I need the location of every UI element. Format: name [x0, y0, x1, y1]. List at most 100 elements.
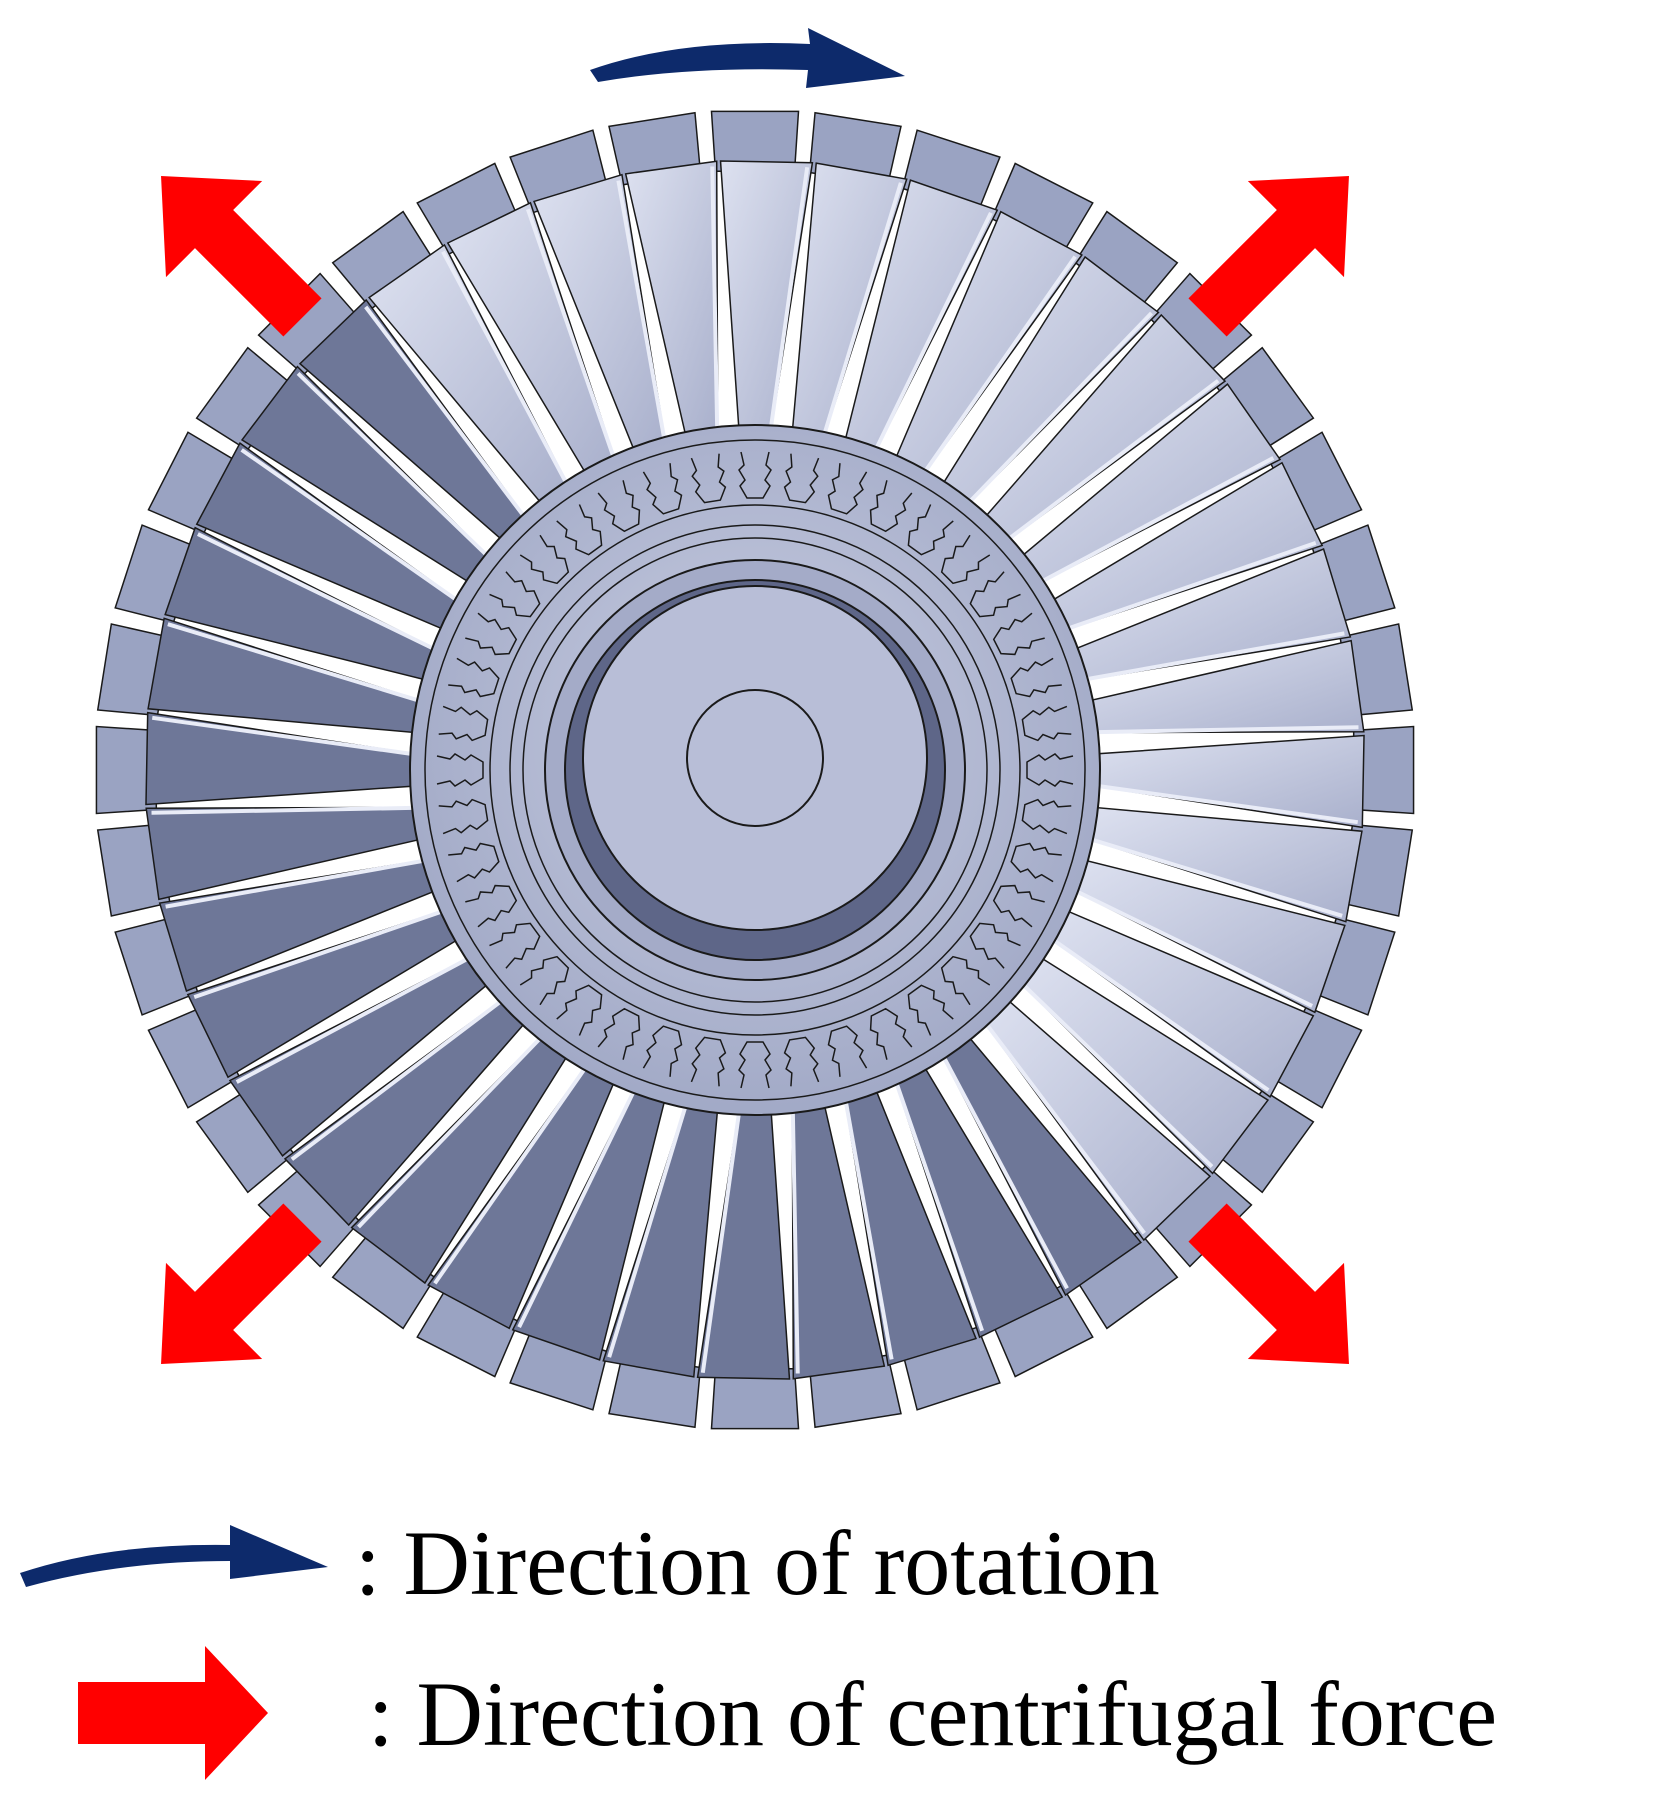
fir-tree-slot: [519, 955, 570, 1006]
fir-tree-slot-outline: [969, 922, 1021, 969]
fir-tree-slot-outline: [738, 1041, 772, 1089]
centrifugal-arrow-shape: [1188, 176, 1349, 337]
fir-tree-slot: [642, 1025, 683, 1077]
centrifugal-arrow-shape: [1188, 1203, 1349, 1364]
blade-edge-highlight: [700, 1114, 741, 1374]
fir-tree-slot: [690, 453, 727, 504]
blade-edge-highlight: [1068, 540, 1317, 630]
fir-tree-slot-outline: [1010, 842, 1062, 883]
fir-tree-slot: [597, 1007, 641, 1060]
fir-tree-slot-outline: [1021, 798, 1072, 835]
fir-tree-slot-outline: [597, 1007, 641, 1060]
centrifugal-arrow-up-left: [161, 176, 322, 337]
fir-tree-slot-outline: [940, 534, 991, 585]
fir-tree-slot: [1026, 753, 1074, 787]
fir-tree-slot: [489, 571, 541, 618]
fir-tree-slot: [907, 504, 954, 556]
legend-centrifugal-row: : Direction of centrifugal force: [0, 1640, 1659, 1780]
disk-groove-ring: [509, 524, 1001, 1016]
fir-tree-slot-outline: [738, 451, 772, 499]
fir-tree-slot: [489, 922, 541, 969]
fir-tree-slot-outline: [448, 842, 500, 883]
rotation-arrow-shape: [590, 28, 905, 88]
fir-tree-slot-outline: [642, 1025, 683, 1077]
rotor-assembly: [95, 110, 1415, 1430]
fir-tree-slot: [907, 984, 954, 1036]
fir-tree-slot-outline: [519, 534, 570, 585]
blade-edge-highlight: [235, 957, 468, 1084]
fir-tree-slot-outline: [827, 1025, 868, 1077]
turbine-rotor-diagram: [95, 28, 1415, 1430]
blade-edge-highlight: [433, 1068, 586, 1285]
centrifugal-arrow-shape: [161, 176, 322, 337]
blade-edge-highlight: [769, 166, 810, 426]
blade-edge-highlight: [1008, 379, 1220, 540]
fir-tree-slot-outline: [940, 955, 991, 1006]
fir-tree-slot: [940, 534, 991, 585]
blade-edge-highlight: [364, 305, 525, 517]
blade-edge-highlight: [151, 805, 413, 815]
blade-edge-highlight: [924, 255, 1077, 472]
fir-tree-slot-outline: [907, 984, 954, 1036]
fir-tree-slot: [869, 480, 913, 533]
fir-tree-slot-outline: [642, 463, 683, 515]
centrifugal-arrow-up-right: [1188, 176, 1349, 337]
fir-tree-slot-outline: [519, 955, 570, 1006]
fir-tree-slot-outline: [1026, 753, 1074, 787]
fir-tree-slot-outline: [556, 504, 603, 556]
blade-edge-highlight: [790, 1112, 800, 1374]
fir-tree-slot: [869, 1007, 913, 1060]
blade-edge-highlight: [193, 910, 442, 1000]
blade-edge-highlight: [616, 180, 666, 438]
fir-tree-slot-outline: [992, 884, 1045, 928]
fir-tree-slot-outline: [869, 1007, 913, 1060]
fir-tree-slot-outline: [436, 753, 484, 787]
centrifugal-arrow-shape: [161, 1203, 322, 1364]
curved-arrow-icon: [20, 1525, 328, 1587]
blade-edge-highlight: [1099, 784, 1359, 825]
fir-tree-slot-outline: [690, 453, 727, 504]
blade-edge-highlight: [895, 1083, 985, 1332]
centrifugal-force-arrows: [161, 176, 1349, 1364]
blade-edge-highlight: [823, 182, 903, 433]
fir-tree-slot: [436, 753, 484, 787]
fir-tree-slot: [438, 705, 489, 742]
fir-tree-slot: [738, 1041, 772, 1089]
blade-edge-highlight: [1022, 984, 1214, 1168]
fir-tree-slot: [556, 504, 603, 556]
disk-groove-ring: [489, 504, 1021, 1036]
disk-rim-ring: [424, 439, 1086, 1101]
blade-edge-highlight: [1092, 838, 1343, 918]
fir-tree-slot: [940, 955, 991, 1006]
fir-tree-slot-outline: [907, 504, 954, 556]
fir-tree-slot-outline: [556, 984, 603, 1036]
fir-tree-slot: [465, 884, 518, 928]
legend-centrifugal-label: : Direction of centrifugal force: [368, 1663, 1498, 1765]
fir-tree-slot-outline: [690, 1036, 727, 1087]
fir-tree-slot-outline: [438, 705, 489, 742]
fir-tree-slot-outline: [465, 884, 518, 928]
fir-tree-slot-outline: [783, 453, 820, 504]
blade-edge-highlight: [710, 166, 720, 428]
fir-tree-slot: [597, 480, 641, 533]
blade-edge-highlight: [525, 208, 615, 457]
fir-tree-slot-outline: [992, 612, 1045, 656]
blade-edge-highlight: [1097, 725, 1359, 735]
legend-rotation-row: : Direction of rotation: [0, 1495, 1659, 1635]
blade-edge-highlight: [969, 311, 1153, 503]
fir-tree-slot: [1010, 842, 1062, 883]
legend-rotation-label: : Direction of rotation: [355, 1512, 1160, 1614]
fir-tree-slot-outline: [1010, 657, 1062, 698]
fir-tree-slot: [642, 463, 683, 515]
blade-edge-highlight: [197, 532, 434, 650]
centrifugal-arrow-down-left: [161, 1203, 322, 1364]
legend-rotation-arrow-shape: [20, 1525, 328, 1587]
blade-edge-highlight: [942, 1057, 1069, 1290]
fir-tree-slot: [992, 612, 1045, 656]
disk-groove-ring: [522, 537, 988, 1003]
rotation-arrow-icon: [590, 28, 905, 88]
shaft-bore: [686, 689, 824, 827]
blade-edge-highlight: [441, 250, 568, 483]
blade-edge-highlight: [357, 1037, 541, 1229]
fir-tree-slot-outline: [969, 571, 1021, 618]
